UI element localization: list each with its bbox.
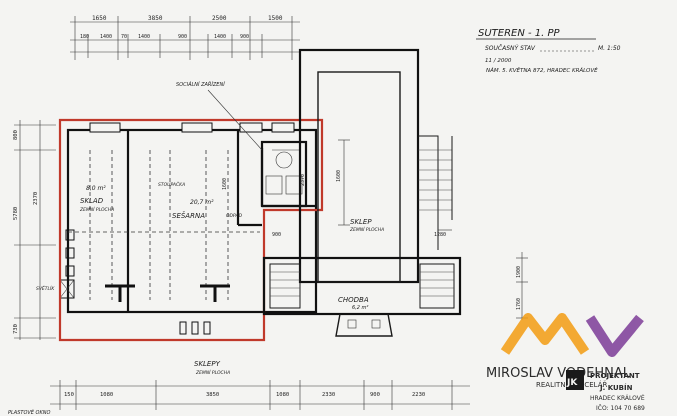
lower-corridor-walls — [262, 256, 462, 337]
room-chodba: CHODBA — [338, 296, 369, 304]
stamp-line2: J. KUBÍN — [599, 383, 633, 392]
designer-stamp: JK PROJEKTANT J. KUBÍN HRADEC KRÁLOVÉ IČ… — [566, 370, 645, 412]
dim-sklep-height: 1600 — [336, 170, 342, 182]
dim-mid-1: 900 — [272, 232, 281, 238]
watermark-name: MIROSLAV VODEHNAL — [486, 366, 631, 381]
mv-logo — [500, 313, 644, 357]
dim-top2-2: 1400 — [100, 34, 112, 40]
sheet-address: NÁM. 5. KVĚTNA 872, HRADEC KRÁLOVÉ — [486, 66, 598, 74]
top-dimension-lines: 1650 3850 2500 1500 180 1400 70 1400 900… — [70, 15, 300, 60]
room-sesarna-area: 20,7 m² — [190, 199, 214, 206]
right-dimension-marks: 1900 1760 900 1280 2370 1600 — [222, 174, 528, 320]
room-sklepy-sub: ZEMNÍ PLOCHA — [195, 369, 230, 376]
sheet-scale: M. 1:50 — [598, 45, 621, 52]
label-svetlik: SVĚTLÍK — [36, 284, 55, 292]
room-sklep-sub: ZEMNÍ PLOCHA — [349, 226, 384, 233]
dim-bottom-5: 2330 — [322, 392, 335, 398]
dim-bottom-3: 3850 — [206, 392, 219, 398]
dim-top-1: 1650 — [92, 15, 107, 22]
dim-top-2: 3850 — [148, 15, 163, 22]
room-sesarna: SEŠARNA — [172, 211, 205, 220]
dim-top2-6: 1400 — [214, 34, 226, 40]
left-dimension-lines: 800 2370 5780 730 — [13, 120, 56, 340]
room-sklepy: SKLEPY — [194, 360, 221, 368]
label-odpad: ODPAD — [226, 213, 243, 219]
dim-top-3: 2500 — [212, 15, 227, 22]
dim-bottom-7: 2230 — [412, 392, 425, 398]
dim-top2-7: 900 — [240, 34, 249, 40]
dim-left-2: 2370 — [33, 192, 39, 205]
dim-right-1: 1900 — [516, 266, 522, 278]
label-bottom-note: PLASTOVÉ OKNO — [8, 408, 51, 416]
title-block: SUTEREN - 1. PP SOUČASNÝ STAV M. 1:50 11… — [476, 28, 621, 74]
room-sklad-area: 8,0 m² — [86, 185, 106, 192]
room-sklep: SKLEP — [350, 218, 372, 226]
room-zarizeni: SOCIÁLNÍ ZAŘÍZENÍ — [176, 80, 225, 88]
central-sklep-walls: 1600 — [298, 48, 420, 284]
dim-bottom-2: 1080 — [100, 392, 113, 398]
dim-left-1: 800 — [13, 130, 19, 140]
sheet-stav: SOUČASNÝ STAV — [485, 45, 536, 52]
dim-bottom-4: 1080 — [276, 392, 289, 398]
dim-left-4: 730 — [13, 324, 19, 334]
sheet-title: SUTEREN - 1. PP — [478, 28, 561, 39]
room-sklad: SKLAD — [80, 197, 104, 205]
right-staircase — [418, 135, 453, 250]
label-stoupacka: STOUPAČKA — [158, 181, 185, 188]
dim-right-2: 1760 — [516, 298, 522, 310]
room-chodba-area: 6,2 m² — [352, 305, 368, 311]
dim-top2-5: 900 — [178, 34, 187, 40]
room-sklad-sub: ZEMNÍ PLOCHA — [79, 206, 114, 213]
dim-top2-3: 70 — [121, 34, 127, 40]
sheet-date: 11 / 2000 — [485, 58, 512, 64]
bottom-dimension-lines: 150 1080 3850 1080 2330 900 2230 — [50, 380, 470, 410]
dim-bottom-6: 900 — [370, 392, 380, 398]
stamp-line3: HRADEC KRÁLOVÉ — [590, 394, 645, 402]
dim-top-4: 1500 — [268, 15, 283, 22]
highlight-outline — [58, 118, 324, 342]
dim-mid-4: 1600 — [222, 178, 228, 190]
stamp-line4: IČO: 104 70 689 — [596, 405, 645, 412]
dim-left-3: 5780 — [13, 207, 19, 220]
dim-mid-2: 1280 — [434, 232, 446, 238]
stamp-line1: PROJEKTANT — [590, 372, 640, 380]
dim-top2-1: 180 — [80, 34, 89, 40]
left-building-walls — [59, 122, 318, 335]
dim-bottom-1: 150 — [64, 392, 74, 398]
dim-top2-4: 1400 — [138, 34, 150, 40]
stamp-mark: JK — [566, 378, 578, 388]
dim-mid-3: 2370 — [300, 174, 306, 186]
